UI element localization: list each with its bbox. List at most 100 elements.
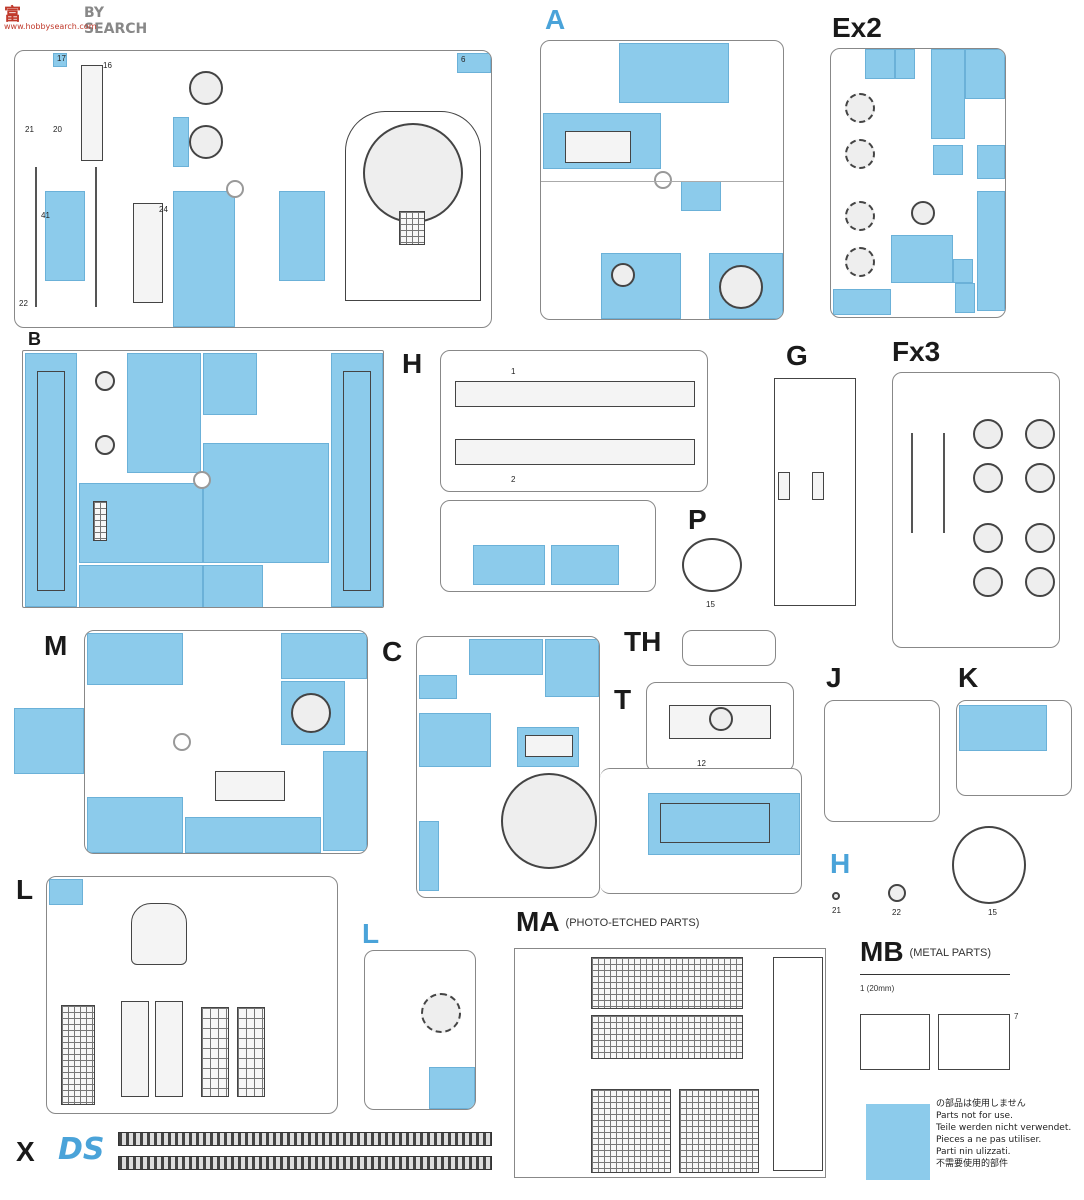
- part-number: 22: [19, 299, 28, 308]
- sprue-label-c: C: [382, 636, 403, 667]
- part-number: 41: [41, 211, 50, 220]
- vent-part: [93, 501, 107, 541]
- logo-cn-text: 富: [4, 5, 22, 25]
- unused-part: [545, 639, 599, 697]
- sprue-hub: [226, 180, 244, 198]
- sprue-label-h: H: [402, 348, 423, 379]
- metal-plate-part: [860, 1014, 930, 1070]
- legend-text: の部品は使用しません Parts not for use. Teile werd…: [936, 1098, 1071, 1170]
- rack-part: [237, 1007, 265, 1097]
- unused-part: [955, 283, 975, 313]
- sprue-label-j: J: [826, 662, 842, 693]
- metal-plate-part: [938, 1014, 1010, 1070]
- hull-detail-part: [778, 472, 790, 500]
- mantlet-part: [501, 773, 597, 869]
- sprue-label-mb: MB(METAL PARTS): [860, 938, 991, 966]
- unused-part: [931, 49, 965, 139]
- mesh-part: [679, 1089, 759, 1173]
- suspension-arm-part: [911, 433, 913, 533]
- part-number: 15: [706, 600, 715, 609]
- mb-part-number: 7: [1014, 1012, 1019, 1021]
- part-number: 1: [511, 367, 516, 376]
- mantlet-front-part: [525, 735, 573, 757]
- sprocket-part: [845, 93, 875, 123]
- unused-part: [127, 353, 201, 473]
- unused-part: [279, 191, 325, 281]
- road-wheel-part: [1025, 523, 1055, 553]
- wheel-part: [189, 125, 223, 159]
- mudguard-part: [131, 903, 187, 965]
- part-number: 20: [53, 125, 62, 134]
- sprue-h-lower: [440, 500, 656, 592]
- idler-part: [911, 201, 935, 225]
- small-wheel-part: [611, 263, 635, 287]
- hatch-ring-part: [719, 265, 763, 309]
- sprue-hub: [654, 171, 672, 189]
- unused-part: [953, 259, 973, 283]
- sprocket-part: [845, 139, 875, 169]
- fender-part: [455, 381, 695, 407]
- sprue-label-ma: MA(PHOTO-ETCHED PARTS): [516, 908, 699, 936]
- unused-part: [601, 253, 681, 319]
- sprue-th: [682, 630, 776, 666]
- small-wheel-part: [95, 435, 115, 455]
- unused-part: [965, 49, 1005, 99]
- unused-part: [203, 565, 263, 607]
- sprue-hub: [173, 733, 191, 751]
- wheel-part: [189, 71, 223, 105]
- unused-part: [331, 353, 383, 607]
- unused-part: [49, 879, 83, 905]
- road-wheel-part: [973, 567, 1003, 597]
- unused-part: [87, 797, 183, 853]
- legend-line-fr: Pieces a ne pas utiliser.: [936, 1135, 1042, 1145]
- sprocket-part: [845, 201, 875, 231]
- sprue-label-k: K: [958, 662, 979, 693]
- unused-part: [619, 43, 729, 103]
- sprue-label-l-blue: L: [362, 918, 380, 949]
- unused-part: [419, 713, 491, 767]
- sprue-f: [892, 372, 1060, 648]
- exhaust-part: [121, 1001, 149, 1097]
- unused-part: [457, 53, 491, 73]
- panel-part: [215, 771, 285, 801]
- unused-part: [87, 633, 183, 685]
- sprue-label-l: L: [16, 874, 34, 905]
- sprue-m: [84, 630, 368, 854]
- unused-part: [281, 633, 367, 679]
- etched-panel-part: [773, 957, 823, 1171]
- unused-part: [53, 53, 67, 67]
- mb-note: (METAL PARTS): [909, 947, 992, 960]
- legend-line-jp: の部品は使用しません: [936, 1099, 1026, 1109]
- sprue-label-x: X: [16, 1136, 35, 1167]
- mesh-part: [591, 1015, 743, 1059]
- sprocket-part: [845, 247, 875, 277]
- road-wheel-part: [973, 463, 1003, 493]
- panel-part: [133, 203, 163, 303]
- unused-part: [45, 191, 85, 281]
- unused-part: [681, 181, 721, 211]
- sprue-label-m: M: [44, 630, 68, 661]
- part-number: 6: [461, 55, 466, 64]
- hull-detail-part: [812, 472, 824, 500]
- unused-part: [891, 235, 953, 283]
- sprue-l: [46, 876, 338, 1114]
- unused-part: [173, 191, 235, 327]
- track-link-part: [118, 1156, 492, 1170]
- sprue-g: [764, 372, 864, 610]
- sprue-turret: 17 16 21 20 22 24 41 6: [14, 50, 492, 328]
- exhaust-part: [155, 1001, 183, 1097]
- part-number: 12: [697, 759, 706, 768]
- sprue-j: [824, 700, 940, 822]
- unused-part: [203, 443, 329, 563]
- sprue-b: [22, 350, 384, 608]
- engine-grille-part: [399, 211, 425, 245]
- sprue-label-ex2: Ex2: [832, 12, 882, 43]
- sprue-label-a: A: [545, 4, 566, 35]
- grille-part: [61, 1005, 95, 1105]
- part-number: 21: [832, 906, 841, 915]
- unused-part: [959, 705, 1047, 751]
- legend-line-cn: 不需要使用的部件: [936, 1159, 1009, 1169]
- rear-panel-part: [660, 803, 770, 843]
- unused-part: [173, 117, 189, 167]
- road-wheel-part: [973, 523, 1003, 553]
